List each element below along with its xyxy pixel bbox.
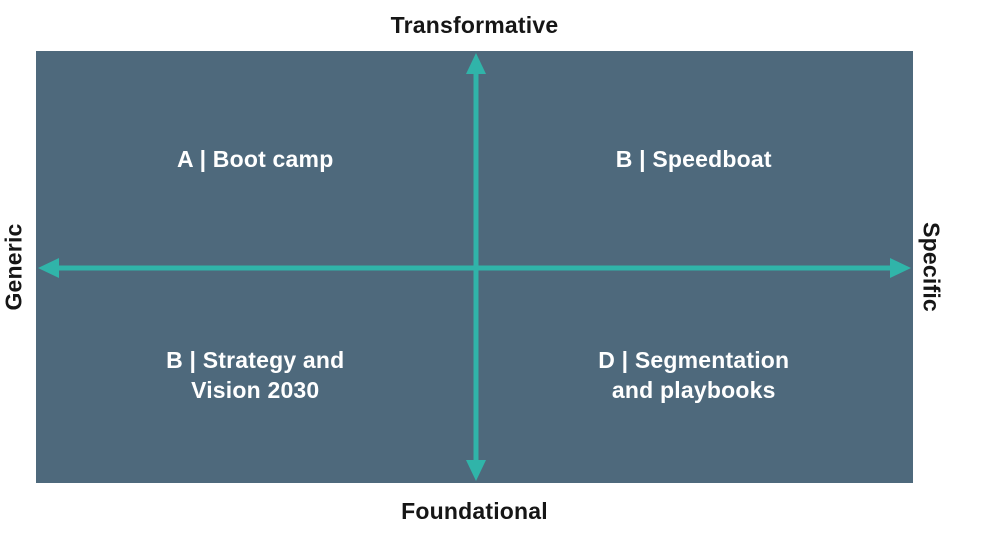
quadrant-label-bottom-right: D | Segmentation and playbooks xyxy=(598,346,790,403)
axis-label-bottom: Foundational xyxy=(401,498,548,524)
matrix-box: A | Boot camp B | Speedboat B | Strategy… xyxy=(36,51,913,483)
axis-label-right: Specific xyxy=(918,222,945,312)
quadrant-top-left: A | Boot camp xyxy=(36,51,475,267)
quadrant-bottom-left: B | Strategy and Vision 2030 xyxy=(36,267,475,483)
quadrant-label-top-left: A | Boot camp xyxy=(177,145,334,172)
quadrant-label-bottom-left: B | Strategy and Vision 2030 xyxy=(166,346,345,403)
quadrant-grid: A | Boot camp B | Speedboat B | Strategy… xyxy=(36,51,913,483)
axis-label-top: Transformative xyxy=(390,12,559,38)
quadrant-top-right: B | Speedboat xyxy=(475,51,914,267)
axis-label-left: Generic xyxy=(0,223,27,311)
quadrant-bottom-right: D | Segmentation and playbooks xyxy=(475,267,914,483)
quadrant-label-top-right: B | Speedboat xyxy=(615,145,772,172)
